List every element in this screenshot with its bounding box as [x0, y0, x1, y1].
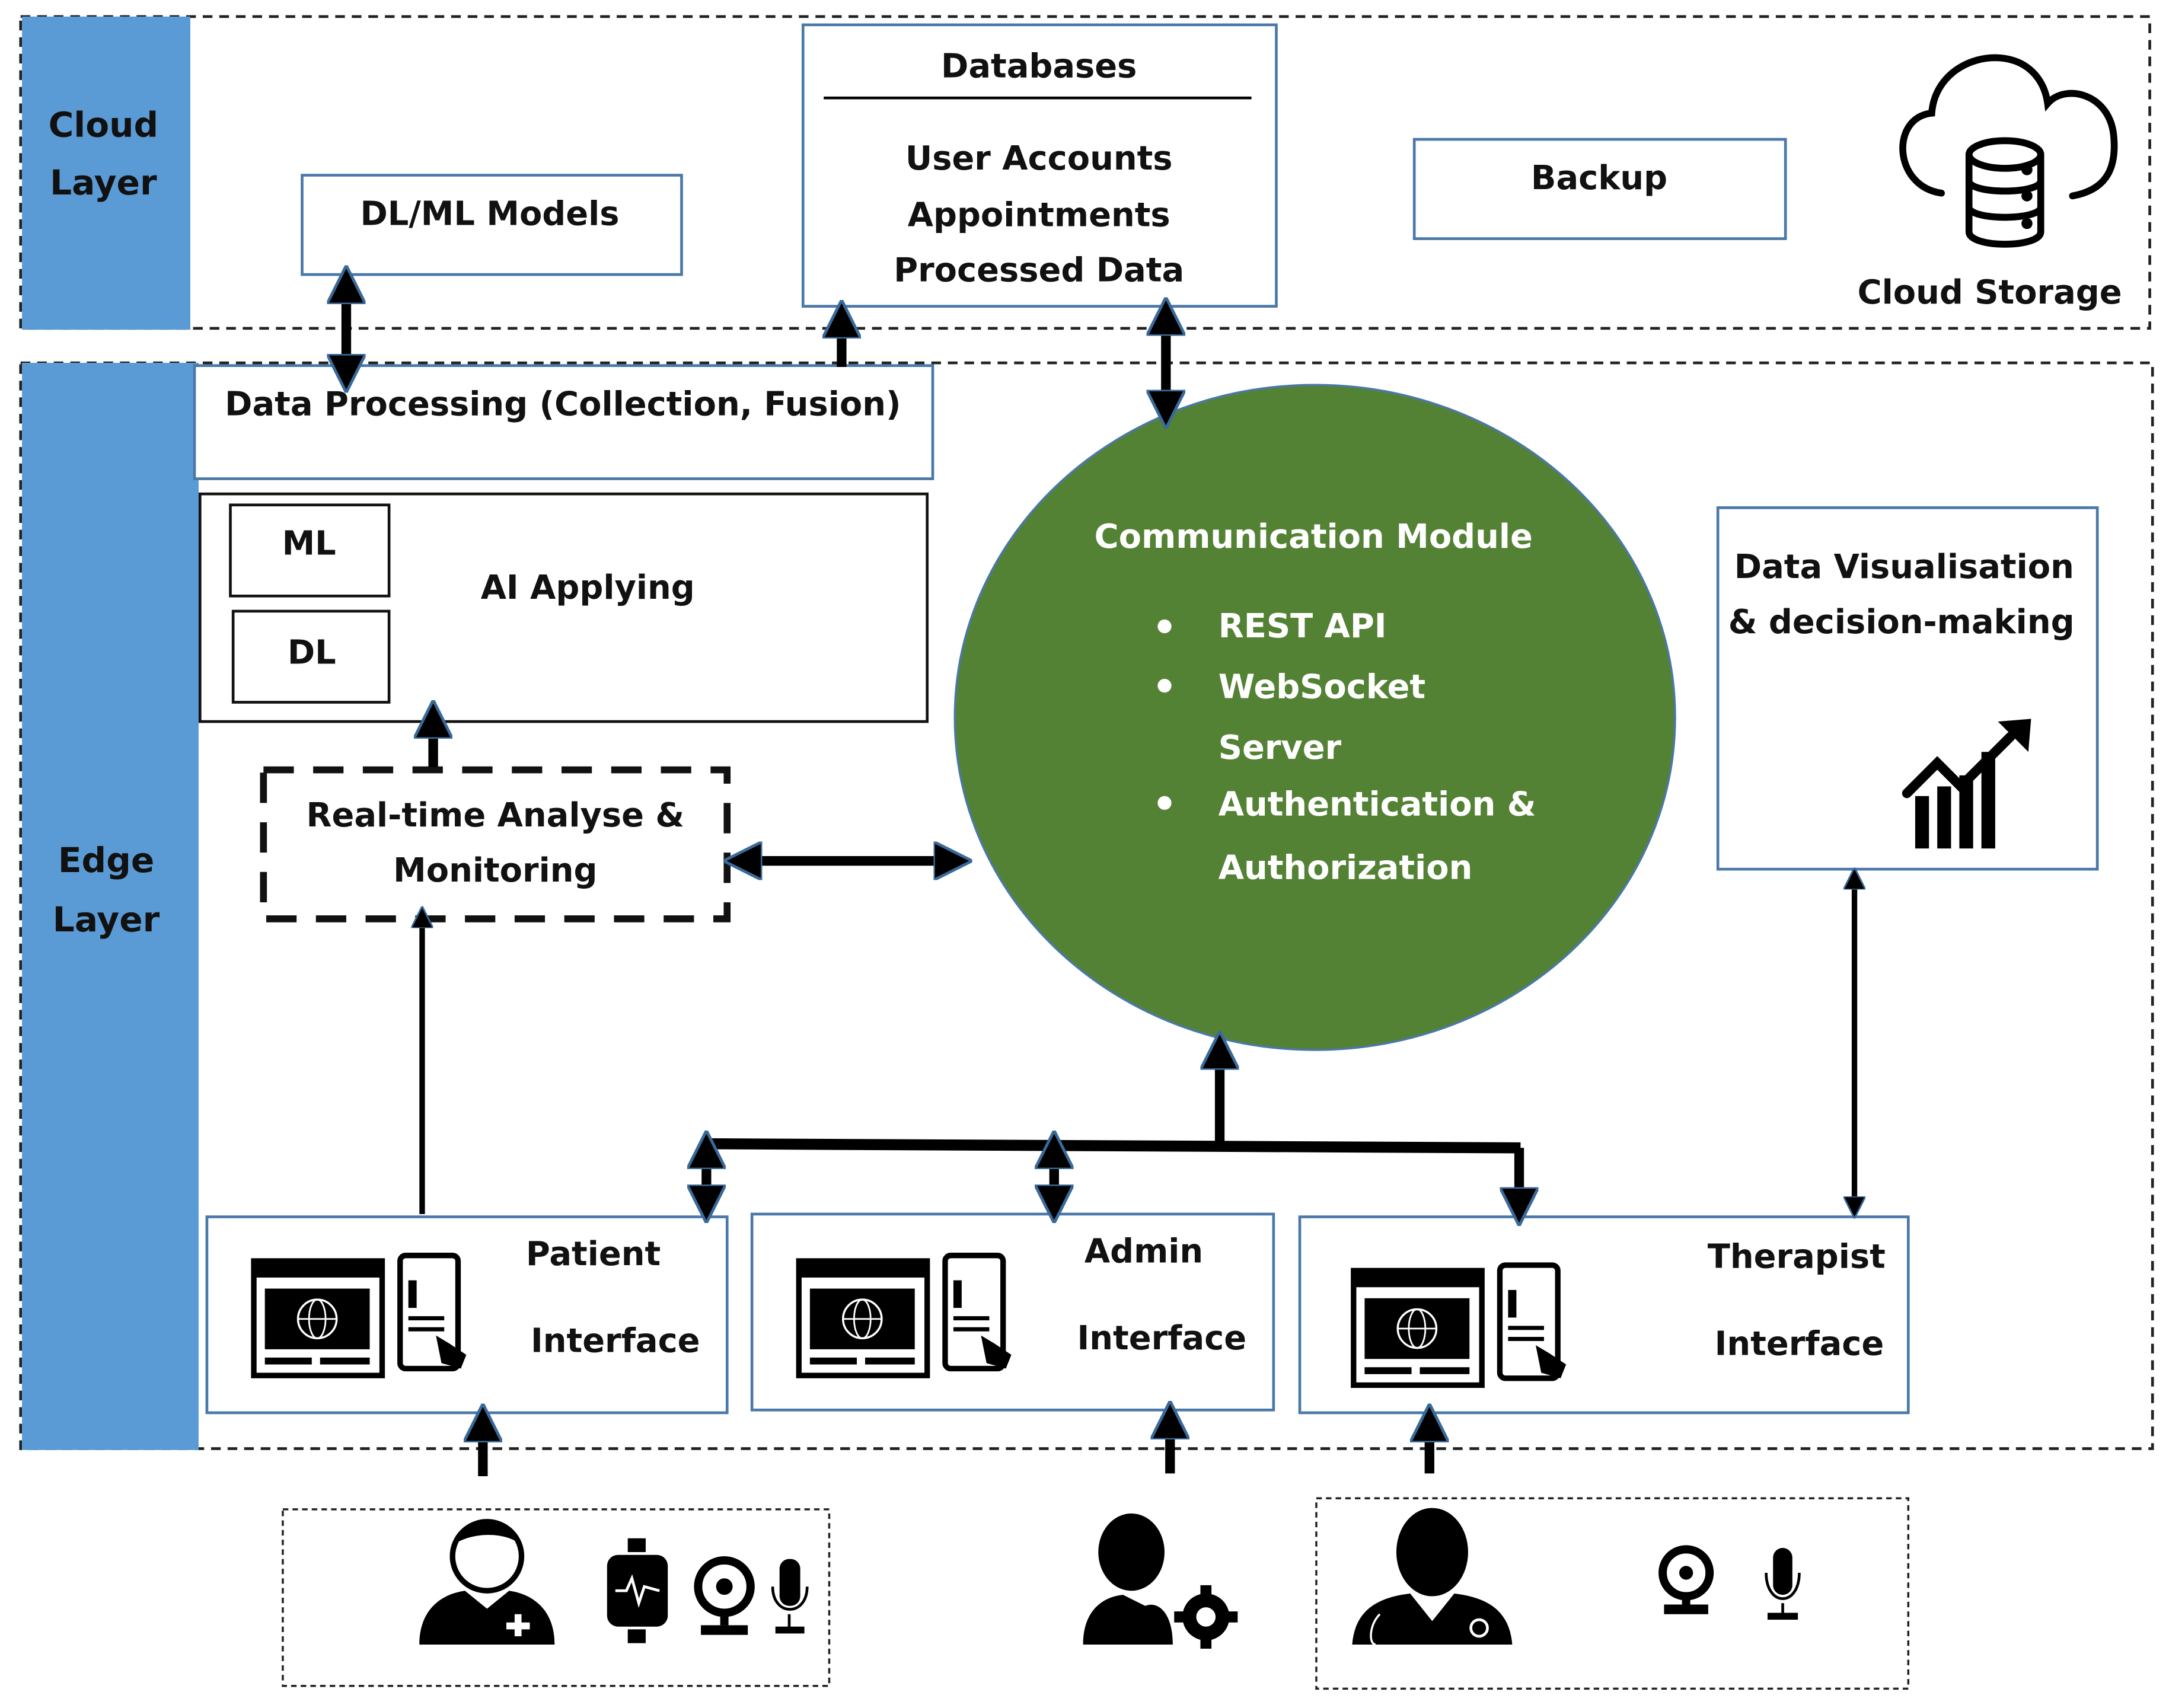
therapist-devices-border: [1315, 1497, 1910, 1690]
admin-gear-icon: [1083, 1513, 1238, 1649]
admin-user-group: [1083, 1513, 1238, 1649]
edge-layer-label-2: Layer: [53, 899, 160, 940]
comm-item-auth-2: Authorization: [1219, 848, 1473, 887]
backup-box[interactable]: Backup: [1412, 138, 1787, 240]
comm-item-rest-api: REST API: [1219, 607, 1387, 646]
realtime-label-1: Real-time Analyse &: [306, 796, 684, 835]
databases-item: User Accounts: [905, 139, 1173, 178]
bullet-icon: [1157, 796, 1172, 810]
communication-module[interactable]: Communication Module REST API WebSocket …: [953, 384, 1676, 1051]
therapist-user-group: [1315, 1497, 1910, 1690]
microphone-icon: [771, 1559, 809, 1634]
ml-box[interactable]: ML: [229, 503, 391, 598]
comm-item-websocket: WebSocket: [1219, 668, 1425, 707]
ai-applying-box[interactable]: AI Applying ML DL: [198, 492, 929, 723]
cloud-layer-border: [19, 15, 2151, 330]
communication-module-title: Communication Module: [1095, 518, 1533, 556]
admin-interface-label-2: Interface: [1077, 1319, 1247, 1358]
web-mobile-icon: [1351, 1262, 1567, 1388]
data-visualisation-label-1: Data Visualisation: [1734, 548, 2074, 586]
patient-devices-border: [282, 1508, 831, 1687]
databases-item: Processed Data: [894, 251, 1184, 290]
connectors: [346, 283, 1855, 1477]
ml-label: ML: [282, 525, 336, 563]
growth-chart-icon: [1902, 719, 2031, 849]
databases-item: Appointments: [908, 196, 1170, 235]
smartwatch-icon: [607, 1538, 668, 1643]
edge-layer-label-1: Edge: [58, 840, 154, 880]
data-visualisation-box[interactable]: Data Visualisation & decision-making: [1716, 506, 2099, 871]
databases-box[interactable]: Databases User Accounts Appointments Pro…: [801, 23, 1278, 308]
data-processing-label: Data Processing (Collection, Fusion): [225, 385, 901, 423]
microphone-icon: [1765, 1548, 1801, 1620]
therapist-interface-label-1: Therapist: [1708, 1238, 1886, 1276]
communication-module-circle: [953, 384, 1676, 1051]
dl-box[interactable]: DL: [231, 609, 391, 704]
bus-line: [703, 1138, 1521, 1154]
edge-layer: Edge Layer Data Processing (Collection, …: [19, 361, 2154, 1450]
comm-item-websocket-2: Server: [1219, 729, 1342, 767]
bullet-icon: [1157, 619, 1172, 634]
patient-interface-label-1: Patient: [526, 1235, 661, 1273]
patient-interface-label-2: Interface: [531, 1322, 700, 1361]
realtime-label-2: Monitoring: [393, 851, 597, 890]
cloud-storage: Cloud Storage: [1858, 54, 2122, 312]
backup-label: Backup: [1531, 159, 1667, 197]
patient-interface-box[interactable]: Patient Interface: [205, 1215, 729, 1415]
ai-applying-label: AI Applying: [481, 569, 695, 607]
web-mobile-icon: [251, 1253, 467, 1378]
therapist-interface-box[interactable]: Therapist Interface: [1298, 1215, 1910, 1415]
dl-ml-models-box[interactable]: DL/ML Models: [301, 174, 683, 276]
edge-layer-band: [22, 363, 199, 1450]
cloud-layer: Cloud Layer DL/ML Models Databases User …: [19, 15, 2151, 330]
comm-item-auth: Authentication &: [1219, 785, 1536, 823]
cloud-database-icon: [1899, 54, 2118, 248]
patient-user-group: [282, 1508, 831, 1687]
realtime-monitoring-box[interactable]: Real-time Analyse & Monitoring: [260, 766, 731, 922]
webcam-icon: [1658, 1545, 1714, 1614]
webcam-icon: [694, 1556, 755, 1635]
admin-interface-box[interactable]: Admin Interface: [750, 1212, 1275, 1412]
patient-icon: [419, 1519, 555, 1645]
therapist-interface-label-2: Interface: [1715, 1324, 1884, 1363]
dl-ml-models-label: DL/ML Models: [360, 194, 619, 233]
cloud-layer-band: [22, 16, 191, 330]
admin-interface-label-1: Admin: [1084, 1232, 1203, 1270]
web-mobile-icon: [796, 1253, 1012, 1378]
cloud-layer-label-1: Cloud: [49, 104, 159, 145]
data-processing-box[interactable]: Data Processing (Collection, Fusion): [193, 364, 934, 480]
cloud-layer-label-2: Layer: [50, 162, 157, 203]
doctor-icon: [1352, 1508, 1513, 1646]
databases-title: Databases: [941, 47, 1137, 85]
edge-layer-border: [19, 361, 2154, 1450]
data-visualisation-label-2: & decision-making: [1728, 603, 2075, 641]
dl-label: DL: [288, 633, 336, 672]
cloud-storage-label: Cloud Storage: [1858, 273, 2122, 312]
bullet-icon: [1157, 678, 1172, 693]
